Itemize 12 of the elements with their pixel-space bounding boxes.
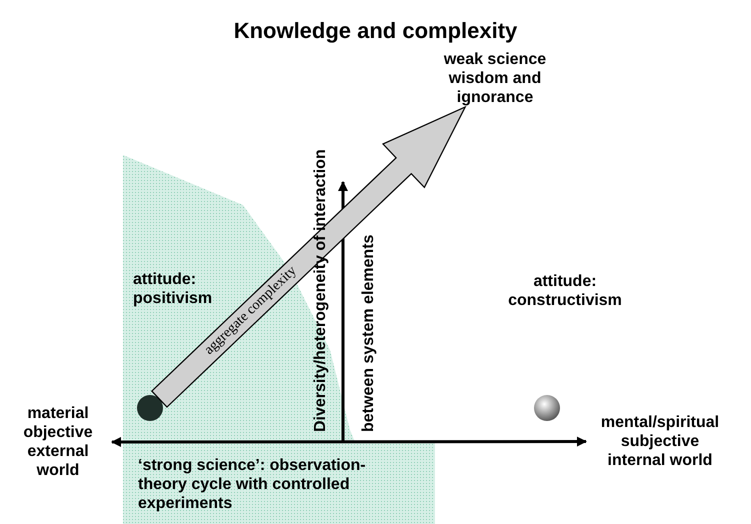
text-label: attitude: positivism [133, 270, 214, 308]
text-label: material objective external world [8, 404, 108, 480]
axis-label: Diversity/heterogeneity of interaction [311, 148, 330, 432]
axis-label: between system elements [359, 234, 378, 432]
text-label: attitude: constructivism [507, 272, 623, 310]
block-arrow [150, 106, 466, 408]
text-label: ‘strong science’: observation-theory cycle with controlled experiments [138, 456, 367, 513]
text-label: mental/spiritual subjective internal world [590, 413, 730, 470]
text-label: weak science wisdom and ignorance [435, 50, 555, 107]
diagram-title: Knowledge and complexity [232, 18, 518, 44]
sphere [534, 395, 560, 421]
double-arrow [111, 436, 587, 447]
